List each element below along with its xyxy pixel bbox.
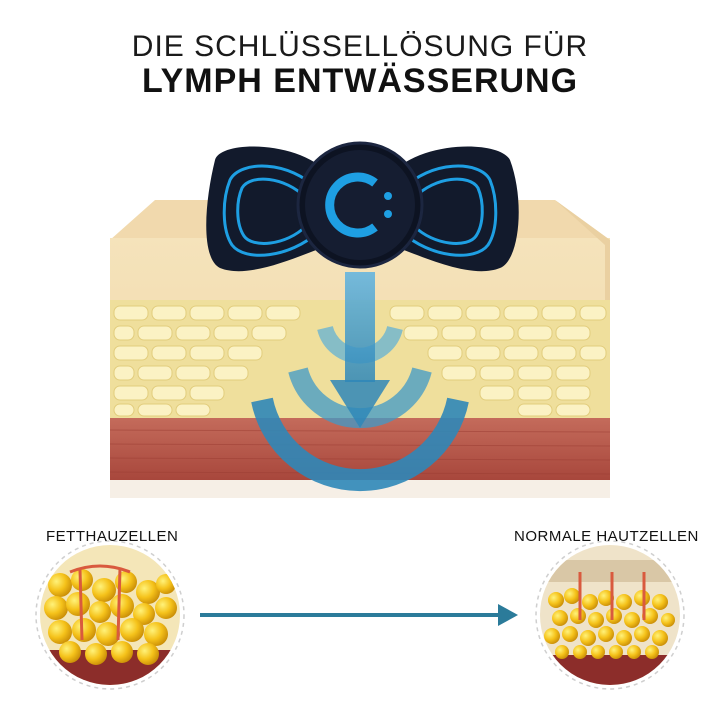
right-arrow-icon: [200, 604, 518, 626]
label-normal-cells: NORMALE HAUTZELLEN: [514, 528, 699, 545]
label-fat-cells: FETTHAUZELLEN: [46, 528, 179, 545]
down-arrow-icon: [251, 272, 469, 492]
normal-cells-circle: [535, 540, 685, 690]
fat-cells-circle: [35, 540, 185, 690]
headline-line2: LYMPH ENTWÄSSERUNG: [141, 62, 579, 100]
massager-pad-icon: [206, 141, 519, 272]
headline-line1: DIE SCHLÜSSELLÖSUNG FÜR: [131, 30, 589, 63]
